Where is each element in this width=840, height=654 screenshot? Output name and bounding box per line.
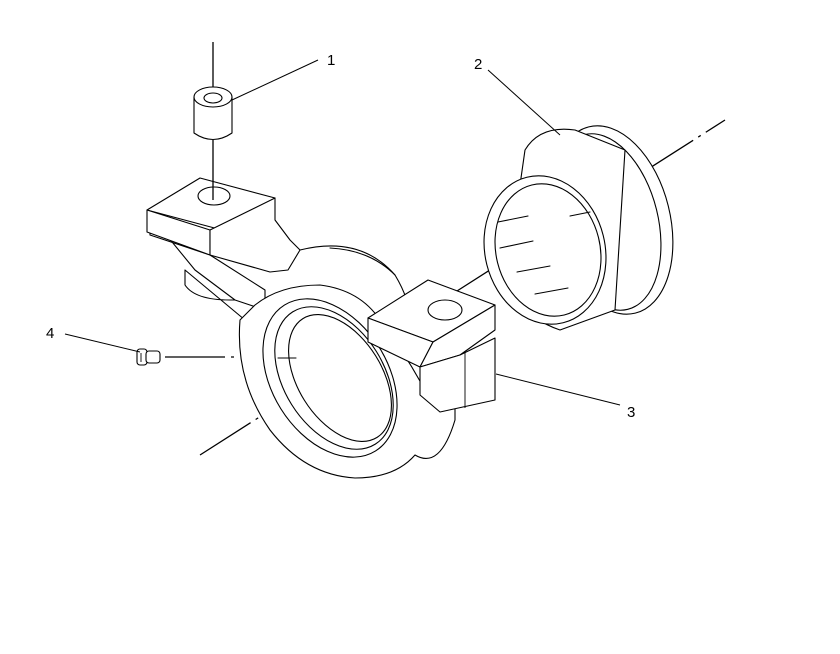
- bushing-part-1: [193, 42, 233, 205]
- bracket-housing: [146, 177, 496, 479]
- callout-3: 3: [627, 404, 635, 421]
- leader-3: [495, 373, 621, 406]
- flanged-sleeve-part-2: [483, 125, 674, 331]
- leader-2: [487, 69, 561, 136]
- leader-1: [231, 59, 319, 101]
- callout-1: 1: [327, 52, 335, 69]
- grease-fitting-part-4: [136, 348, 238, 366]
- callout-4: 4: [46, 325, 54, 342]
- callout-2: 2: [474, 56, 482, 73]
- leader-4: [64, 333, 141, 353]
